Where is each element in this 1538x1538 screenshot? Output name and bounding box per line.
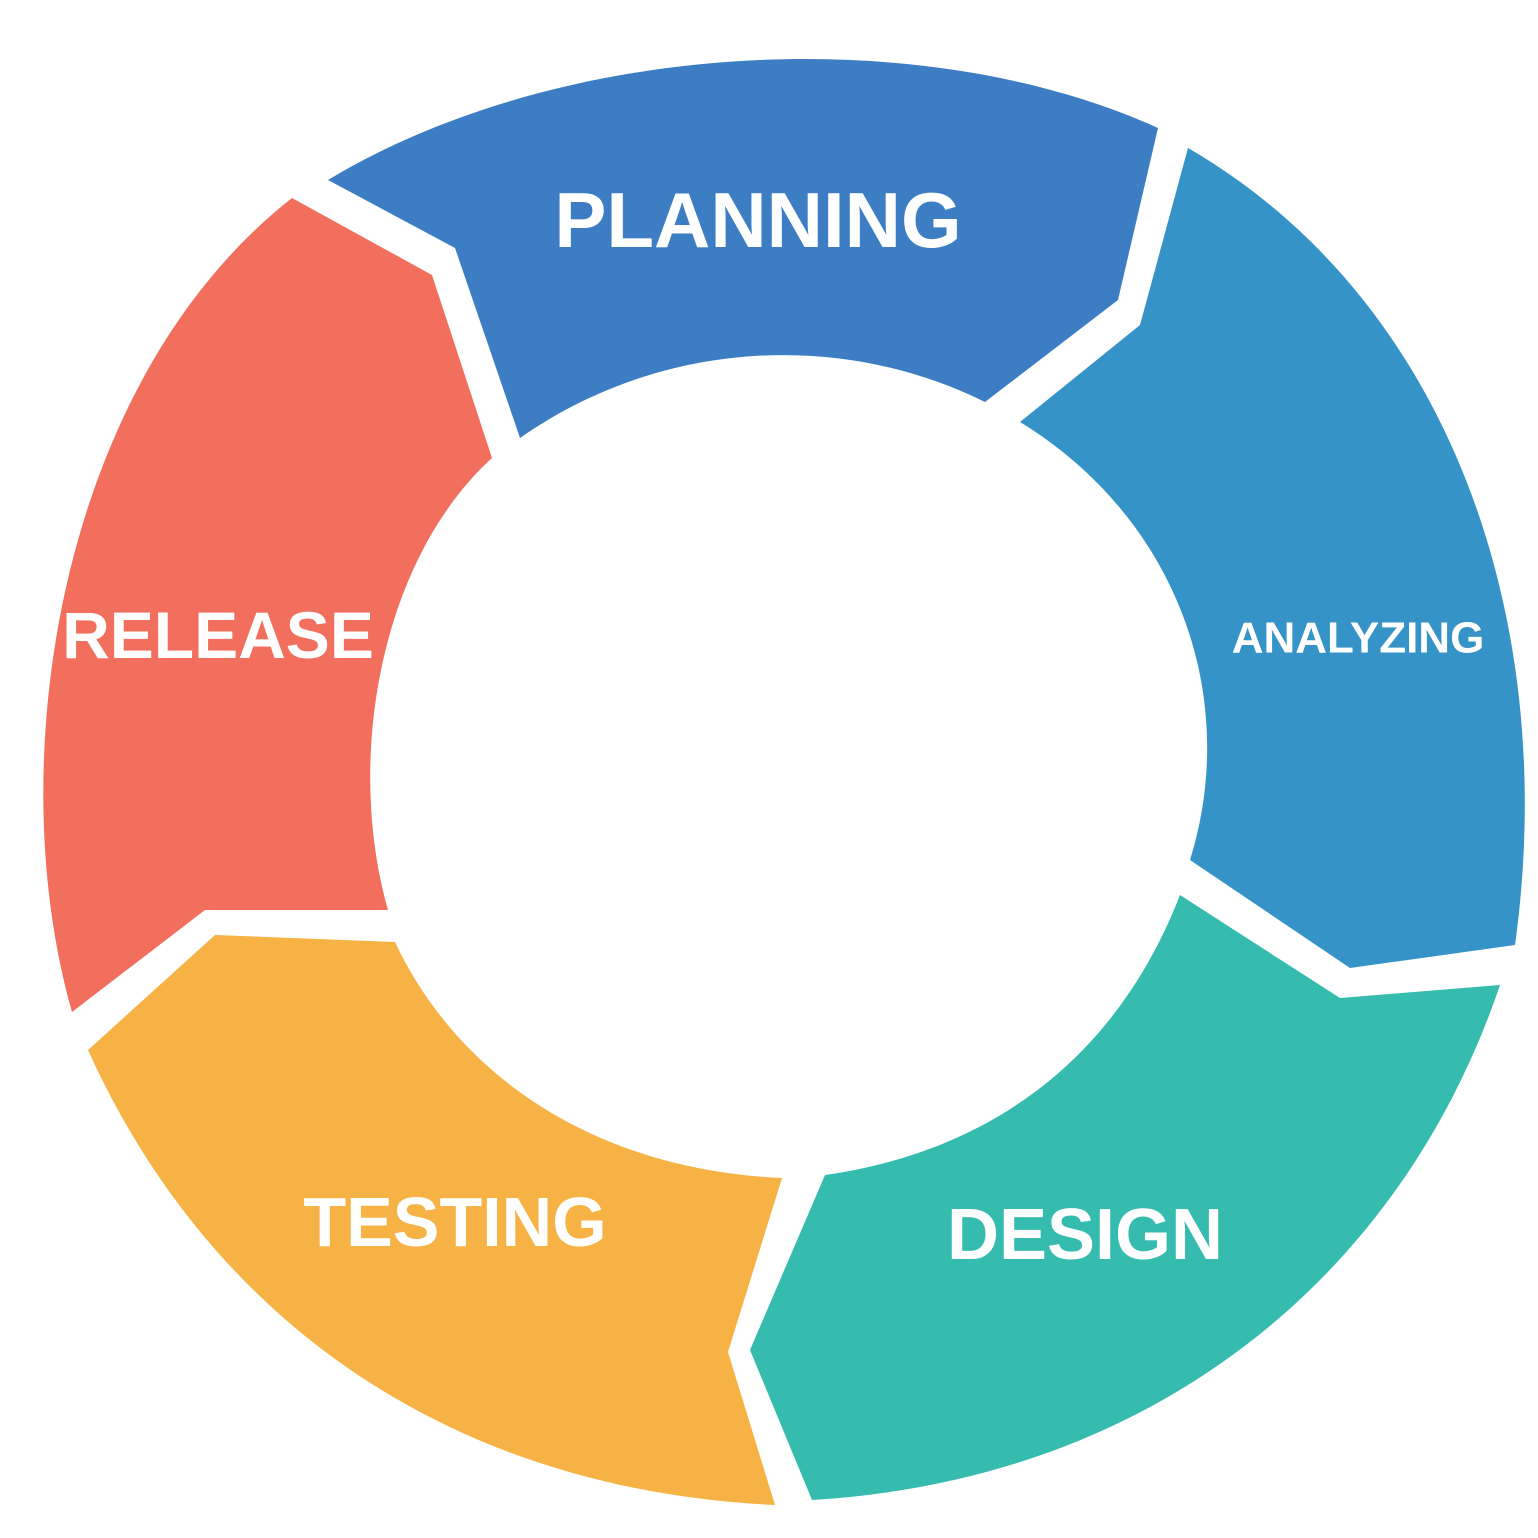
stage-label-analyzing: ANALYZING (1232, 614, 1485, 663)
segment-testing (88, 935, 782, 1505)
stage-label-testing: TESTING (303, 1183, 606, 1261)
stage-label-release: RELEASE (62, 598, 374, 672)
segment-planning (328, 59, 1158, 439)
stage-label-planning: PLANNING (554, 176, 961, 264)
segment-design (750, 895, 1500, 1500)
segment-analyzing (1020, 148, 1525, 968)
segment-release (43, 198, 493, 1012)
stage-label-design: DESIGN (947, 1195, 1223, 1275)
